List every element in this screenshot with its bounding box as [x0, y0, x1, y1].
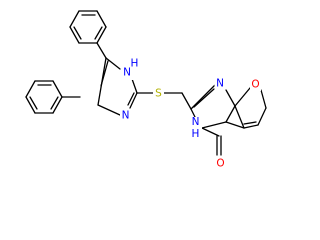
bond-imidazole [100, 60, 109, 87]
atom-sulfur: S [153, 87, 164, 100]
atom-imidazole-n1: H N [121, 58, 140, 80]
bond-phenyl-top [96, 10, 107, 28]
bond-phenyl-bottom [29, 96, 38, 110]
bond-phenyl-top [69, 26, 80, 44]
pyrimidine-nh-n-label: N [192, 116, 200, 128]
atom-imidazole-n3: N [120, 109, 131, 122]
sulfur-label: S [155, 88, 162, 100]
bond-furan [243, 121, 257, 125]
bond-imidazole [97, 104, 121, 116]
bond-pyrimidine [190, 108, 196, 118]
atom-carbonyl-o: O [215, 157, 226, 170]
pyrimidine-n-label: N [216, 78, 224, 90]
bond-phenyl-top [94, 26, 103, 40]
bond-furan [234, 105, 245, 129]
imidazole-n3-label: N [122, 110, 130, 122]
atom-label-layer: H N N S N N H [120, 58, 261, 170]
bond-furan [257, 107, 267, 126]
atom-pyrimidine-n: N [214, 77, 226, 90]
bond-imidazole [105, 57, 121, 70]
bond-pyrimidine [201, 127, 220, 137]
bond-phenyl-top [73, 26, 82, 40]
bond-linker [96, 42, 107, 59]
imidazole-n1-label: N [123, 67, 131, 79]
structure-diagram: H N N S N N H [25, 10, 267, 170]
bond-pyrimidine [225, 105, 236, 123]
bond-furan [243, 124, 259, 129]
atom-furan-o: O [250, 78, 261, 91]
bond-methylene [181, 92, 192, 110]
bond-pyrimidine [193, 88, 215, 108]
bond-phenyl-bottom [52, 96, 63, 114]
bond-phenyl-top [96, 26, 107, 44]
bond-phenyl-bottom [25, 96, 36, 114]
bond-furan [260, 89, 267, 109]
bond-pyrimidine [190, 84, 216, 110]
bond-layer [25, 10, 267, 156]
imidazole-nh-h-label: H [131, 58, 139, 70]
bond-furan [234, 87, 251, 107]
bond-phenyl-top [69, 10, 80, 28]
bond-pyrimidine [201, 121, 227, 129]
bond-imidazole [127, 92, 135, 106]
carbonyl-o-label: O [216, 158, 224, 170]
bond-phenyl-bottom [50, 96, 59, 110]
bond-imidazole [129, 92, 138, 109]
molecule-canvas: H N N S N N H [25, 10, 267, 170]
bond-fusion [225, 121, 245, 129]
bond-phenyl-bottom [52, 80, 63, 98]
bond-pyrimidine [225, 89, 236, 107]
atom-pyrimidine-nh: N H [189, 116, 202, 140]
bond-phenyl-bottom [25, 80, 36, 98]
pyrimidine-nh-h-label: H [192, 128, 200, 140]
furan-o-label: O [251, 79, 259, 91]
